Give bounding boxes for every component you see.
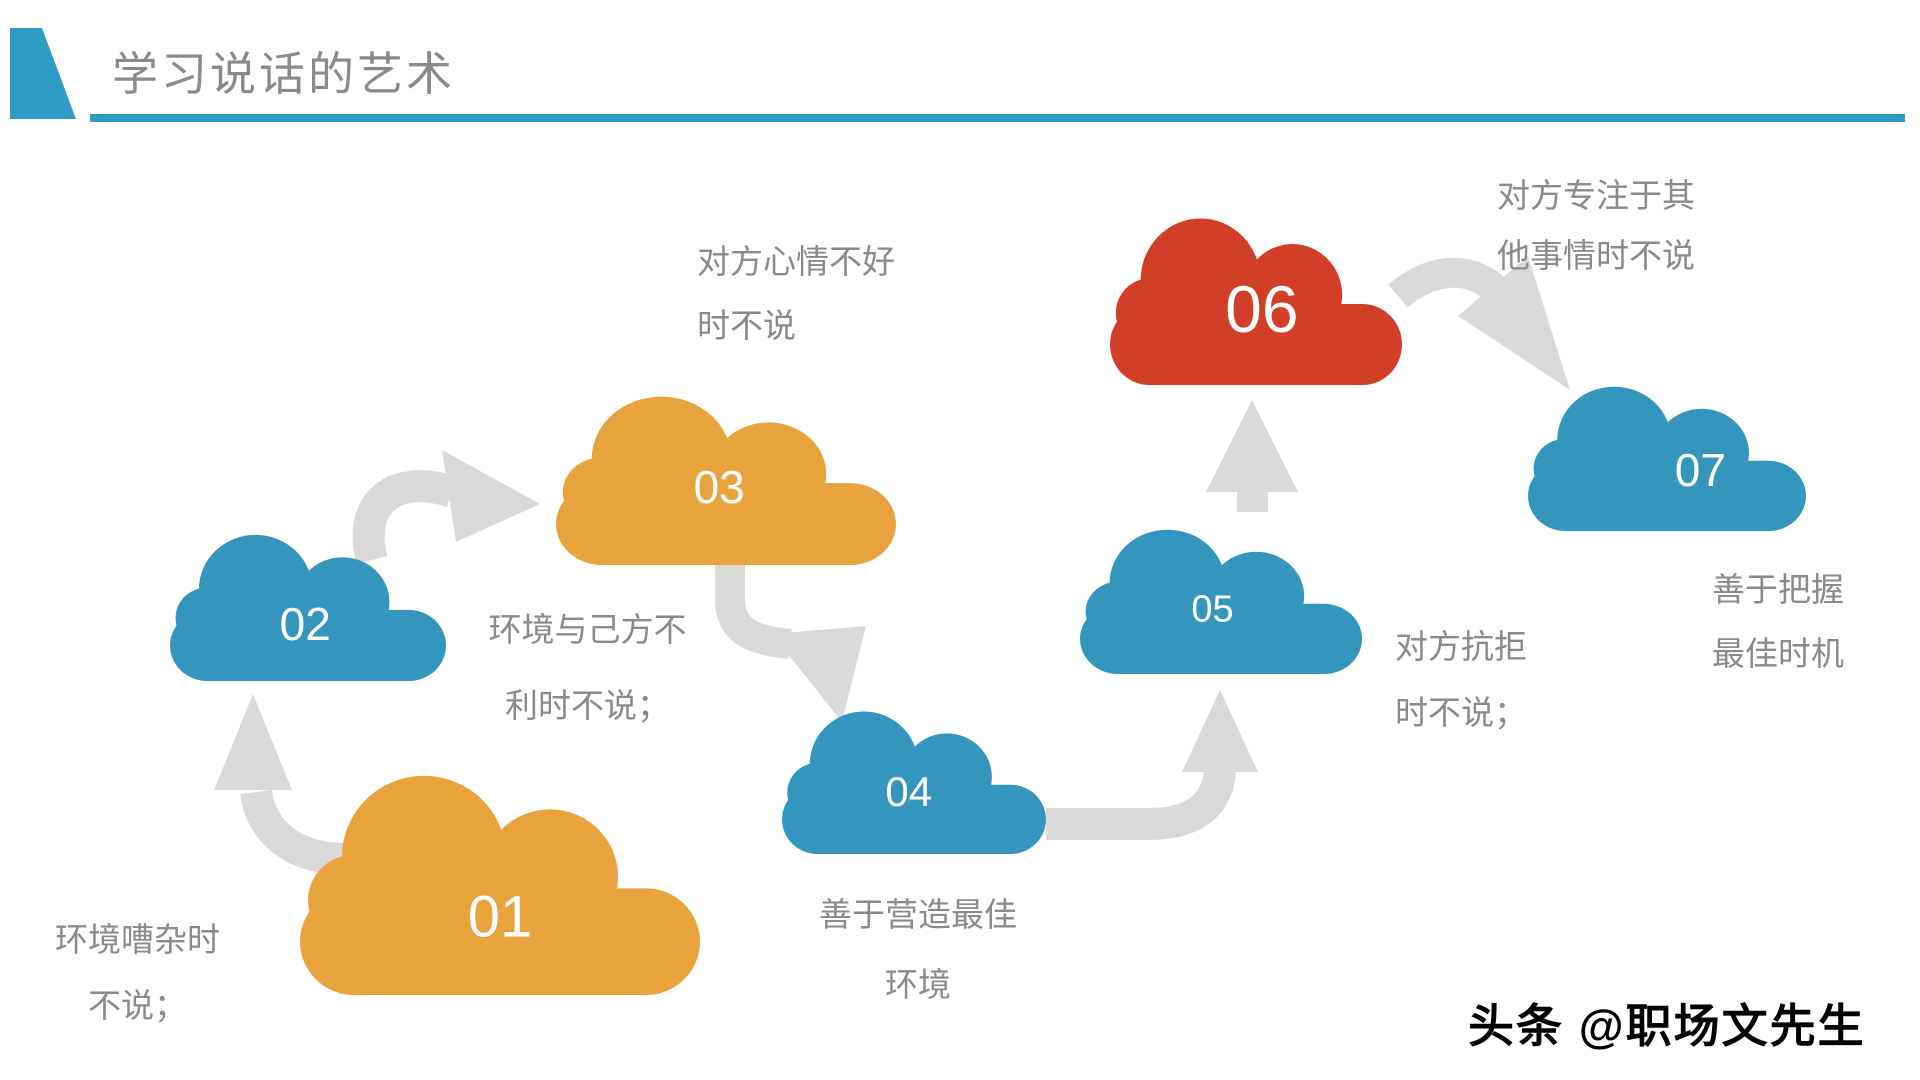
cloud-step-01: 01: [300, 758, 700, 995]
arrow-03-to-04: [715, 560, 866, 722]
note-line: 善于把握: [1712, 571, 1844, 608]
note-line: 对方专注于其: [1497, 177, 1695, 214]
cloud-shape: [1528, 375, 1806, 531]
step-number: 02: [279, 598, 331, 651]
watermark: 头条 @职场文先生: [1468, 1000, 1866, 1052]
note-line: 对方抗拒: [1395, 628, 1527, 665]
arrow-05-to-06: [1206, 400, 1298, 512]
cloud-step-04: 04: [782, 700, 1046, 854]
step-number: 04: [885, 768, 933, 816]
step-number: 01: [467, 884, 533, 950]
cloud-step-03: 03: [556, 383, 896, 565]
header-accent-shape: [10, 28, 76, 119]
note-line: 对方心情不好: [697, 243, 895, 280]
note-line: 环境: [885, 966, 951, 1003]
note-step-03: 对方心情不好 时不说: [697, 230, 947, 358]
note-step-04: 善于营造最佳 环境: [808, 880, 1028, 1020]
note-line: 时不说: [697, 307, 796, 344]
cloud-step-02: 02: [170, 523, 446, 681]
step-number: 05: [1191, 588, 1234, 631]
cloud-step-06: 06: [1110, 205, 1402, 385]
note-step-07: 善于把握 最佳时机: [1712, 558, 1887, 686]
note-line: 环境嘈杂时: [55, 921, 220, 958]
cloud-shape: [300, 758, 700, 995]
accent-parallelogram: [10, 28, 76, 119]
note-line: 善于营造最佳: [819, 896, 1017, 933]
step-number: 03: [693, 460, 745, 513]
note-step-05: 对方抗拒 时不说；: [1395, 614, 1585, 746]
note-line: 最佳时机: [1712, 635, 1844, 672]
arrow-04-to-05: [1046, 690, 1258, 840]
step-number: 07: [1674, 444, 1726, 497]
note-line: 他事情时不说: [1497, 237, 1695, 274]
note-step-02: 环境与己方不 利时不说；: [470, 592, 705, 744]
note-line: 时不说；: [1395, 694, 1527, 731]
title-underline: [90, 114, 1905, 122]
note-step-01: 环境嘈杂时 不说；: [40, 907, 235, 1039]
note-line: 环境与己方不: [488, 611, 687, 648]
cloud-step-07: 07: [1528, 375, 1806, 531]
step-number: 06: [1225, 272, 1299, 347]
arrow-06-to-07: [1388, 256, 1570, 390]
cloud-step-05: 05: [1080, 518, 1362, 674]
page-title: 学习说话的艺术: [112, 48, 455, 100]
note-line: 不说；: [88, 987, 187, 1024]
note-step-06: 对方专注于其 他事情时不说: [1497, 166, 1752, 286]
arrow-02-to-03: [352, 450, 540, 564]
note-line: 利时不说；: [505, 687, 670, 724]
